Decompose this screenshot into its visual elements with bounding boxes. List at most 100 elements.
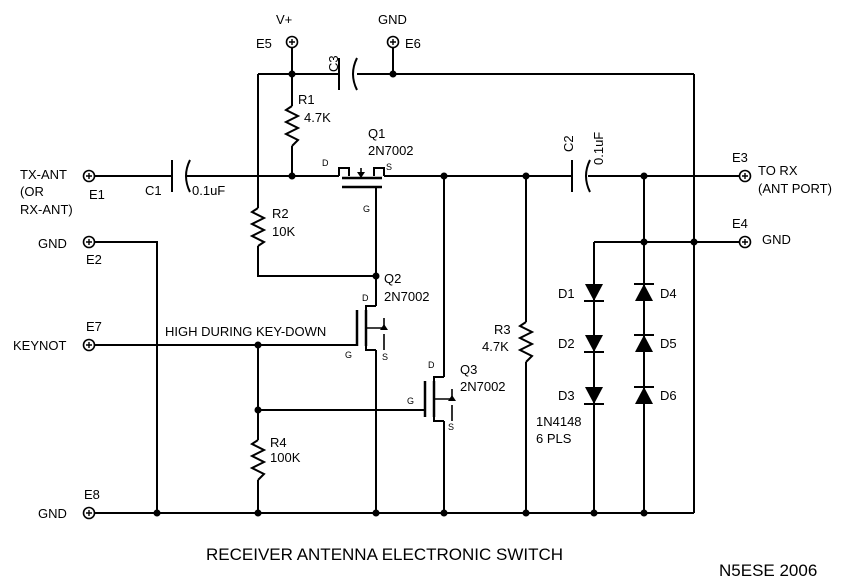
terminal-e8 <box>82 506 96 520</box>
mosfet-q2-symbol <box>354 305 388 351</box>
wire-e2 <box>94 241 158 513</box>
terminal-e7-id: E7 <box>86 319 102 334</box>
diode-note-type: 1N4148 <box>536 414 582 429</box>
junction <box>288 70 296 78</box>
q2-part: 2N7002 <box>384 289 430 304</box>
d3-ref: D3 <box>558 388 575 403</box>
q1-ref: Q1 <box>368 126 385 141</box>
junction <box>389 70 397 78</box>
diode-d2-symbol <box>584 335 604 353</box>
diode-d4-symbol <box>634 283 654 301</box>
junctions <box>153 70 698 517</box>
capacitor-c1-symbol <box>171 159 191 193</box>
junction <box>440 509 448 517</box>
terminal-e3 <box>738 169 752 183</box>
q2-pin-gate: G <box>345 350 352 360</box>
terminals <box>82 35 752 520</box>
junction <box>288 172 296 180</box>
q3-pin-drain: D <box>428 360 435 370</box>
junction <box>254 509 262 517</box>
mosfet-q1-symbol <box>338 167 385 190</box>
q3-pin-source: S <box>448 422 454 432</box>
junction <box>372 272 380 280</box>
c2-value: 0.1uF <box>591 132 606 165</box>
terminal-e1 <box>82 169 96 183</box>
q1-pin-gate: G <box>363 204 370 214</box>
diode-note-count: 6 PLS <box>536 431 572 446</box>
diagram-title: RECEIVER ANTENNA ELECTRONIC SWITCH <box>206 545 563 564</box>
terminal-e6-id: E6 <box>405 36 421 51</box>
q1-part: 2N7002 <box>368 143 414 158</box>
q2-ref: Q2 <box>384 271 401 286</box>
d6-ref: D6 <box>660 388 677 403</box>
terminal-e1-line-1: TX-ANT <box>20 167 67 182</box>
diode-d5-symbol <box>634 334 654 352</box>
mosfet-q3-symbol <box>422 376 456 422</box>
q3-ref: Q3 <box>460 362 477 377</box>
junction <box>372 509 380 517</box>
resistor-r2-symbol <box>249 207 267 247</box>
terminal-e2 <box>82 235 96 249</box>
r3-ref: R3 <box>494 322 511 337</box>
c1-ref: C1 <box>145 183 162 198</box>
terminal-e3-line-1: TO RX <box>758 163 798 178</box>
r2-ref: R2 <box>272 206 289 221</box>
junction <box>590 509 598 517</box>
terminal-e8-label: GND <box>38 506 67 521</box>
r1-value: 4.7K <box>304 110 331 125</box>
r4-ref: R4 <box>270 435 287 450</box>
junction <box>640 238 648 246</box>
junction <box>640 172 648 180</box>
terminal-e1-line-3: RX-ANT) <box>20 202 73 217</box>
wire-left-col <box>257 74 376 277</box>
junction <box>522 509 530 517</box>
d1-ref: D1 <box>558 286 575 301</box>
resistor-r4-symbol <box>249 439 267 481</box>
junction <box>254 341 262 349</box>
diode-d6-symbol <box>634 386 654 404</box>
terminal-e5-id: E5 <box>256 36 272 51</box>
r3-value: 4.7K <box>482 339 509 354</box>
q2-pin-source: S <box>382 352 388 362</box>
c1-value: 0.1uF <box>192 183 225 198</box>
terminal-e1-id: E1 <box>89 187 105 202</box>
diode-d3-symbol <box>584 387 604 405</box>
q2-pin-drain: D <box>362 293 369 303</box>
junction <box>690 238 698 246</box>
terminal-e1-line-2: (OR <box>20 184 44 199</box>
diagram-credit: N5ESE 2006 <box>719 561 817 580</box>
terminal-e6-label: GND <box>378 12 407 27</box>
r1-ref: R1 <box>298 92 315 107</box>
resistor-r1-symbol <box>283 105 301 147</box>
terminal-e4-label: GND <box>762 232 791 247</box>
r4-value: 100K <box>270 450 301 465</box>
c3-ref: C3 <box>326 55 341 72</box>
c2-ref: C2 <box>561 135 576 152</box>
q1-pin-source: S <box>386 162 392 172</box>
junction <box>153 509 161 517</box>
terminal-e5-label: V+ <box>276 12 292 27</box>
capacitor-c3-symbol <box>338 57 358 91</box>
terminal-e7-label: KEYNOT <box>13 338 67 353</box>
keydown-annotation: HIGH DURING KEY-DOWN <box>165 324 326 339</box>
capacitor-c2-symbol <box>571 159 591 193</box>
d2-ref: D2 <box>558 336 575 351</box>
terminal-e8-id: E8 <box>84 487 100 502</box>
terminal-e2-label: GND <box>38 236 67 251</box>
terminal-e3-line-2: (ANT PORT) <box>758 181 832 196</box>
q1-pin-drain: D <box>322 158 329 168</box>
junction <box>640 509 648 517</box>
r2-value: 10K <box>272 224 295 239</box>
terminal-e5 <box>285 35 299 49</box>
d5-ref: D5 <box>660 336 677 351</box>
wires <box>94 47 740 514</box>
terminal-e4 <box>738 235 752 249</box>
terminal-e6 <box>386 35 400 49</box>
q3-part: 2N7002 <box>460 379 506 394</box>
resistor-r3-symbol <box>517 321 535 363</box>
junction <box>254 406 262 414</box>
diode-d1-symbol <box>584 284 604 302</box>
q3-pin-gate: G <box>407 396 414 406</box>
